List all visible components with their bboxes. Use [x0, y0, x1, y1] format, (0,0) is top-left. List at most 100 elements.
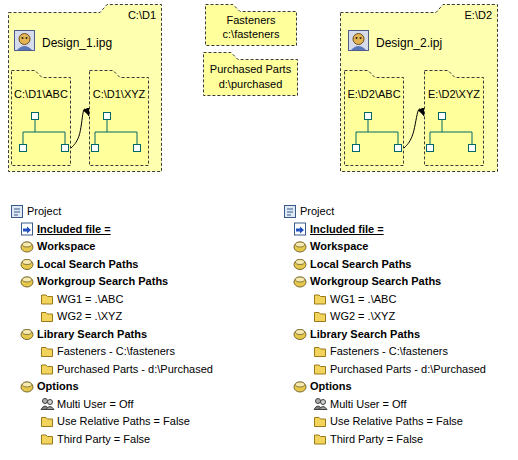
folder-outline [89, 70, 149, 166]
tree-icon-part [315, 365, 326, 374]
tree-item-label: Workgroup Search Paths [310, 274, 441, 288]
folder-label: C:\D1 [128, 9, 156, 22]
tree-item-label: Multi User = Off [57, 397, 134, 411]
tree-icon-part [42, 295, 53, 304]
tree-item-icon [21, 382, 33, 392]
tree-icon-part [42, 418, 53, 427]
tree-item-icon [294, 277, 306, 287]
tree-icon-part [294, 242, 306, 252]
tree-icon-part [294, 260, 306, 270]
folder-label: E:\D2 [464, 9, 492, 22]
tree-icon-part [12, 206, 23, 218]
tree-symbol [427, 113, 476, 152]
tree-item-icon [41, 399, 54, 410]
tree-symbol [92, 113, 141, 152]
tree-icon-part [294, 330, 306, 340]
tree-icon-part [285, 206, 296, 218]
tree-icon-part [315, 418, 326, 427]
folder-outline [9, 5, 162, 172]
folder-caption: c:\fasteners [205, 28, 297, 41]
tree-item-icon [42, 295, 53, 304]
folder-outline [424, 70, 484, 166]
tree-icon-part [42, 365, 53, 374]
tree-item-icon [315, 295, 326, 304]
tree-item-label: Purchased Parts - d:\Purchased [57, 362, 213, 376]
tree-icon-part [296, 227, 304, 234]
folder-outline [344, 70, 404, 166]
tree-item-label: Use Relative Paths = False [330, 414, 463, 428]
tree-item-icon [314, 399, 327, 410]
folder-label: C:\D1\ABC [11, 88, 71, 101]
tree-icon-part [315, 435, 326, 444]
tree-icon-part [296, 277, 305, 282]
folder-outline [90, 71, 149, 166]
tree-icon-part [315, 348, 326, 357]
tree-item-icon [315, 418, 326, 427]
tree-item-icon [294, 242, 306, 252]
tree-symbol [20, 113, 69, 152]
tree-icon-part [294, 277, 306, 287]
tree-item-label: WG2 = .\XYZ [330, 309, 395, 323]
folder-label: E:\D2\ABC [344, 88, 404, 101]
folder-outline [204, 53, 298, 96]
tree-item-icon [22, 223, 33, 235]
tree-item-icon [295, 223, 306, 235]
folder-caption: d:\purchased [203, 78, 298, 91]
tree-item-label: Local Search Paths [37, 257, 139, 271]
tree-icon-part [21, 277, 33, 287]
tree-item-label: Use Relative Paths = False [57, 414, 190, 428]
tree-icon-part [41, 406, 49, 410]
folder-node: Purchased Partsd:\purchased [203, 52, 298, 96]
tree-item-icon [21, 242, 33, 252]
tree-icon-part [48, 400, 53, 405]
tree-icon-part [23, 242, 32, 247]
folder-outline [12, 71, 71, 166]
tree-icon-part [23, 227, 31, 234]
tree-icon-part [315, 295, 326, 304]
tree-item-icon [294, 382, 306, 392]
link-arrow [404, 109, 424, 148]
link-arrow [71, 109, 89, 148]
tree-item-icon [42, 365, 53, 374]
tree-item-icon [315, 313, 326, 322]
tree-icon-part [46, 407, 54, 410]
tree-item-label: Fasteners - C:\fasteners [330, 344, 448, 358]
tree-item-label: Purchased Parts - d:\Purchased [330, 362, 486, 376]
tree-item-icon [42, 348, 53, 357]
tree-item-icon [315, 348, 326, 357]
project-file-icon [15, 31, 35, 51]
tree-icon-part [296, 260, 305, 265]
tree-item-label: Workspace [37, 239, 96, 253]
tree-icon-part [21, 242, 33, 252]
tree-item-label: Included file = [37, 222, 111, 236]
folder-caption: Design_1.ipg [42, 37, 112, 50]
tree-icon-part [42, 313, 53, 322]
folder-outline [206, 5, 297, 46]
tree-icon-part [42, 348, 53, 357]
folder-outline [341, 5, 498, 172]
tree-item-icon [42, 435, 53, 444]
folder-caption: Design_2.ipj [376, 37, 442, 50]
tree-item-label: Local Search Paths [310, 257, 412, 271]
tree-item-label: Third Party = False [330, 432, 423, 446]
tree-item-label: Project [300, 204, 334, 218]
tree-icon-part [21, 260, 33, 270]
tree-symbol [353, 113, 402, 152]
folder-outline [425, 71, 484, 166]
tree-item-icon [294, 260, 306, 270]
project-file-icon [349, 31, 369, 51]
tree-item-label: Options [310, 379, 352, 393]
tree-icon-part [296, 330, 305, 335]
folder-node: E:\D2\ABC [344, 70, 404, 166]
tree-item-icon [294, 330, 306, 340]
tree-icon-part [21, 330, 33, 340]
tree-icon-part [22, 223, 33, 235]
folder-outline [11, 70, 71, 166]
tree-item-label: WG1 = .\ABC [330, 292, 396, 306]
folder-node: Fastenersc:\fasteners [205, 4, 297, 46]
tree-item-label: Library Search Paths [310, 327, 420, 341]
tree-icon-part [294, 382, 306, 392]
tree-item-label: Workspace [310, 239, 369, 253]
tree-icon-part [23, 330, 32, 335]
